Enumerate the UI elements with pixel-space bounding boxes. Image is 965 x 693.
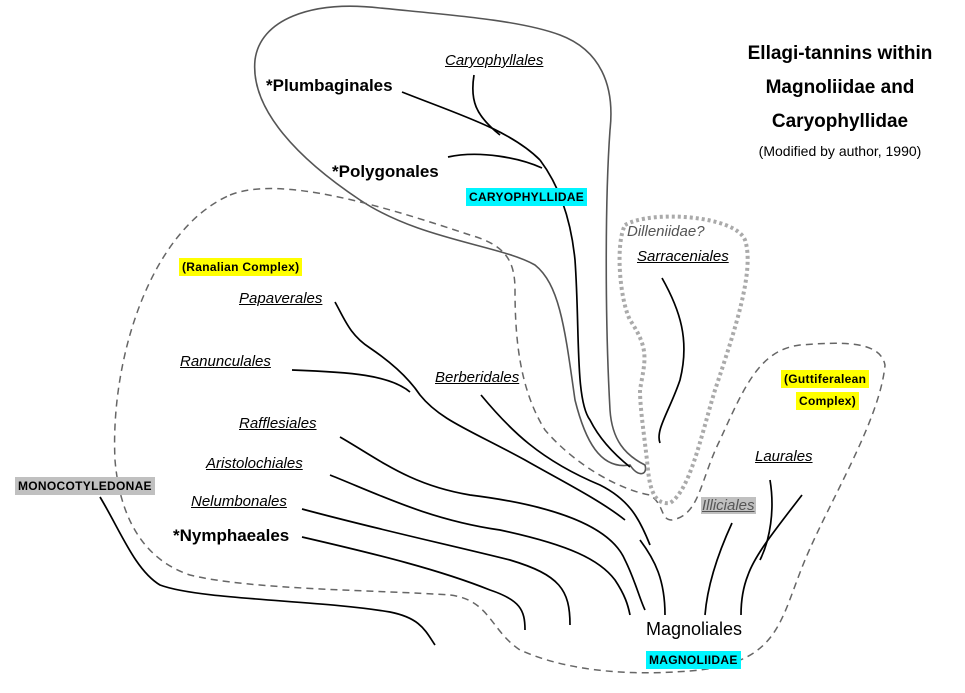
label-plumbaginales: *Plumbaginales — [266, 76, 393, 95]
tag-caryophyllidae: CARYOPHYLLIDAE — [466, 188, 588, 206]
branch-plumbaginales — [401, 91, 541, 161]
label-illiciales: Illiciales — [701, 497, 756, 514]
label-dilleniidae: Dilleniidae? — [627, 223, 705, 240]
tag-guttiferalean-line-1: (Guttiferalean — [781, 370, 870, 388]
tag-guttiferalean-line-2: Complex) — [796, 392, 860, 410]
branch-sarraceniales — [658, 277, 685, 444]
tag-ranalian-complex: (Ranalian Complex) — [179, 258, 303, 276]
branch-laurales-a — [759, 479, 773, 561]
branch-magnoliales-left — [639, 539, 666, 616]
tag-monocotyledonae: MONOCOTYLEDONAE — [15, 477, 155, 495]
branch-nelumbonales — [301, 508, 571, 626]
branch-illiciales — [704, 522, 733, 616]
label-berberidales: Berberidales — [435, 369, 520, 386]
title-line-2: Magnoliidae and — [765, 77, 915, 98]
title-subtitle: (Modified by author, 1990) — [758, 143, 922, 159]
label-nymphaeales: *Nymphaeales — [173, 526, 290, 545]
branch-monocotyledonae — [99, 496, 436, 646]
label-magnoliales: Magnoliales — [646, 619, 743, 639]
tag-magnoliidae: MAGNOLIIDAE — [646, 651, 741, 669]
label-polygonales: *Polygonales — [332, 162, 439, 181]
branch-papaverales — [334, 301, 626, 521]
dilleniidae-boundary — [617, 214, 750, 506]
label-caryophyllales: Caryophyllales — [445, 52, 544, 69]
branch-ranunculales — [291, 369, 411, 393]
branch-laurales-b — [740, 494, 803, 616]
branch-berberidales — [480, 394, 651, 546]
label-ranunculales: Ranunculales — [180, 353, 271, 370]
title-line-3: Caryophyllidae — [771, 111, 909, 132]
label-nelumbonales: Nelumbonales — [191, 493, 287, 510]
branch-rafflesiales — [339, 436, 646, 611]
label-papaverales: Papaverales — [239, 290, 323, 307]
title-line-1: Ellagi-tannins within — [747, 43, 933, 64]
branch-nymphaeales — [301, 536, 526, 631]
ranalian-boundary — [113, 187, 886, 674]
branch-caryophyllidae-stem — [539, 159, 631, 468]
label-sarraceniales: Sarraceniales — [637, 248, 729, 265]
caryophyllidae-boundary — [253, 5, 647, 475]
label-aristolochiales: Aristolochiales — [206, 455, 303, 472]
branch-polygonales — [447, 153, 543, 169]
label-rafflesiales: Rafflesiales — [239, 415, 317, 432]
label-laurales: Laurales — [755, 448, 813, 465]
branch-aristolochiales — [329, 474, 631, 616]
